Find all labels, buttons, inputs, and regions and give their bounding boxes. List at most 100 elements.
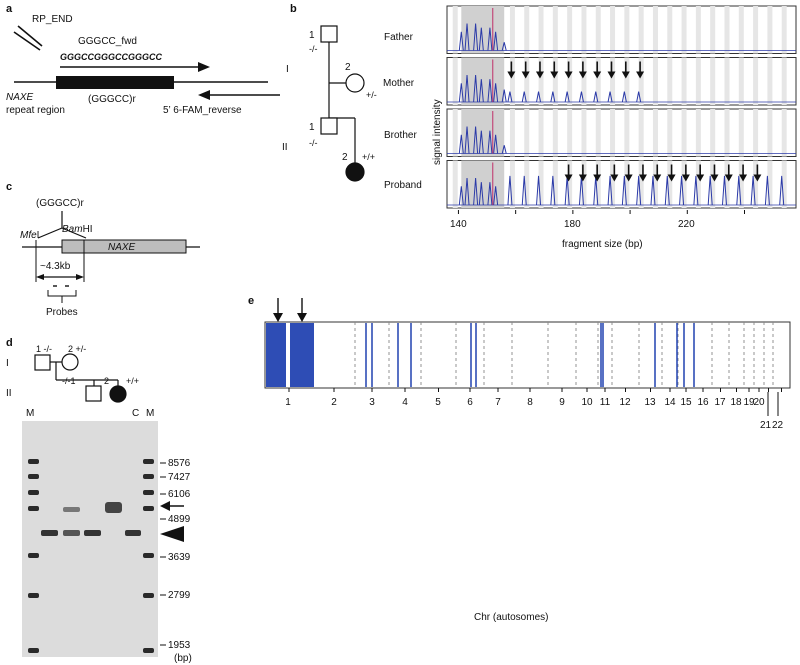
bin-bar xyxy=(667,109,673,157)
rp-end-label: RP_END xyxy=(32,14,73,25)
chr-label-12: 12 xyxy=(619,397,631,408)
bin-bar xyxy=(595,6,601,54)
chr-label-6: 6 xyxy=(467,397,473,408)
gene-label-a: NAXE xyxy=(6,92,34,103)
roh-block xyxy=(290,323,314,387)
bin-bar xyxy=(595,160,601,208)
bin-bar xyxy=(753,57,759,105)
brother-symbol xyxy=(320,117,338,135)
brother-id: 1 xyxy=(309,122,315,133)
bin-bar xyxy=(638,57,644,105)
bin-bar xyxy=(710,109,716,157)
bin-bar xyxy=(652,109,658,157)
bin-bar xyxy=(738,109,744,157)
d-ii1-label: -/-1 xyxy=(62,376,76,386)
bin-bar xyxy=(509,57,515,105)
bin-bar xyxy=(710,160,716,208)
panel-b-label: b xyxy=(290,3,297,15)
gene-label-c: NAXE xyxy=(108,242,136,253)
bamhi-label: BamHI xyxy=(62,224,93,235)
chr-label-8: 8 xyxy=(527,397,533,408)
bin-bar xyxy=(652,57,658,105)
trace-label-mother: Mother xyxy=(383,78,415,89)
bin-bar xyxy=(738,160,744,208)
bin-bar xyxy=(681,160,687,208)
proband-id: 2 xyxy=(342,152,348,163)
repeat-label-a: (GGGCC)r xyxy=(88,94,136,105)
expansion-arrowhead xyxy=(593,71,602,79)
expansion-arrowhead xyxy=(753,174,762,182)
band-lane2-expanded xyxy=(63,507,80,512)
generation-i-d: I xyxy=(6,358,9,369)
bin-bar xyxy=(738,57,744,105)
bin-bar xyxy=(552,109,558,157)
repeat-sequence: GGGCCGGGCCGGGCC xyxy=(60,52,163,62)
bin-bar xyxy=(524,57,530,105)
bin-bar xyxy=(624,109,630,157)
chr-label-18: 18 xyxy=(730,397,742,408)
bin-bar xyxy=(681,6,687,54)
bin-bar xyxy=(667,57,673,105)
bin-bar xyxy=(724,160,730,208)
expansion-arrowhead xyxy=(724,174,733,182)
region-label: repeat region xyxy=(6,105,65,116)
father-id: 1 xyxy=(309,30,315,41)
roh-arrow-2 xyxy=(297,313,307,322)
panel-d: d I II 1 -/- 2 +/- -/-1 2 +/+ M C M xyxy=(6,337,192,664)
generation-ii: II xyxy=(282,142,288,153)
bin-bar xyxy=(581,57,587,105)
band-control-wt xyxy=(125,530,141,536)
bin-bar xyxy=(524,6,530,54)
bin-bar xyxy=(652,160,658,208)
bin-bar xyxy=(767,160,773,208)
bin-bar xyxy=(638,109,644,157)
chr-label-17: 17 xyxy=(714,397,726,408)
chr-label-15: 15 xyxy=(680,397,692,408)
chr-label-7: 7 xyxy=(495,397,501,408)
panel-e-label: e xyxy=(248,295,254,307)
bin-bar xyxy=(652,6,658,54)
size-2799: 2799 xyxy=(168,590,191,601)
father-genotype: -/- xyxy=(309,44,318,54)
roh-block xyxy=(266,323,286,387)
trace-peaks xyxy=(458,74,642,103)
trace-peaks xyxy=(458,126,507,154)
expansion-arrowhead xyxy=(653,174,662,182)
lane-m-right: M xyxy=(146,408,154,419)
bin-bar xyxy=(624,6,630,54)
bin-bar xyxy=(452,109,458,157)
expansion-arrowhead xyxy=(521,71,530,79)
expansion-arrowhead xyxy=(550,71,559,79)
bin-bar xyxy=(581,160,587,208)
bin-bar xyxy=(767,57,773,105)
panel-c-label: c xyxy=(6,181,12,193)
y-axis-label: signal intensity xyxy=(432,99,443,165)
d-brother-symbol xyxy=(85,385,102,402)
bin-bar xyxy=(781,6,787,54)
naxe-gene-box xyxy=(61,239,187,254)
bin-bar xyxy=(552,6,558,54)
rev-arrowhead xyxy=(198,90,210,100)
bin-bar xyxy=(595,109,601,157)
expansion-arrowhead xyxy=(621,71,630,79)
expansion-arrowhead xyxy=(610,174,619,182)
bin-bar xyxy=(452,57,458,105)
bin-bar xyxy=(753,160,759,208)
mother-genotype: +/- xyxy=(366,90,377,100)
generation-i: I xyxy=(286,64,289,75)
trace-label-brother: Brother xyxy=(384,130,417,141)
panel-a: a RP_END GGGCC_fwd GGGCCGGGCCGGGCC NAXE … xyxy=(6,3,280,116)
chr-label-13: 13 xyxy=(644,397,656,408)
size-7427: 7427 xyxy=(168,472,191,483)
ladder-right xyxy=(143,459,154,653)
bin-bar xyxy=(595,57,601,105)
bin-bar xyxy=(753,109,759,157)
bin-bar xyxy=(524,109,530,157)
d-proband-symbol xyxy=(109,385,127,403)
generation-ii-d: II xyxy=(6,388,12,399)
chr-label-3: 3 xyxy=(369,397,375,408)
ladder-left xyxy=(28,459,39,653)
x-tick-220: 220 xyxy=(678,219,695,230)
expansion-arrowhead xyxy=(564,174,573,182)
bin-bar xyxy=(538,160,544,208)
